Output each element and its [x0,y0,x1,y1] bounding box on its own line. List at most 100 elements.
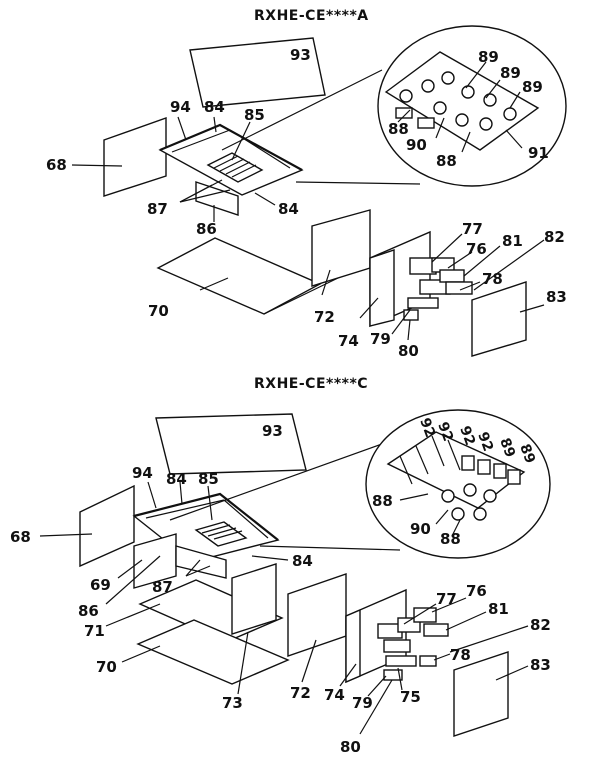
label-82: 82 [530,616,551,634]
part-68-side-panel [79,484,135,568]
label-86: 86 [78,602,99,620]
label-80: 80 [340,738,361,756]
label-72: 72 [314,308,335,326]
label-80: 80 [398,342,419,360]
leader-78 [433,653,451,661]
leader-89b [485,79,501,99]
label-81: 81 [488,600,509,618]
label-92: 92 [456,424,478,448]
leader-82 [473,239,545,291]
leader-94 [147,481,157,509]
part-72-panel [287,573,347,657]
leader-87a [185,559,201,577]
part-76 [413,607,437,623]
leader-88a [397,109,411,123]
leader-85 [207,485,213,521]
part-80 [403,309,419,321]
label-92: 92 [434,420,456,444]
part-75 [385,655,417,667]
diagram-a: RXHE-CE****A [46,8,567,360]
leader-77 [403,603,437,625]
diagram-c: RXHE-CE****C [10,376,551,756]
label-90: 90 [410,520,431,538]
part-79 [383,669,403,681]
components-c [383,607,449,681]
label-78: 78 [482,270,503,288]
label-83: 83 [530,656,551,674]
leader-71 [105,603,161,627]
leader-68 [39,533,93,537]
diagram-a-title: RXHE-CE****A [254,8,369,24]
label-79: 79 [370,330,391,348]
label-78: 78 [450,646,471,664]
label-86: 86 [196,220,217,238]
part-94-tray-assembly [158,123,304,216]
leader-89a [465,61,487,89]
leader-88b [461,131,471,153]
leader-80 [407,319,411,341]
label-75: 75 [400,688,421,706]
label-83: 83 [546,288,567,306]
part-86-box [175,545,227,579]
label-88: 88 [388,120,409,138]
leader-77 [431,233,463,263]
label-68: 68 [46,156,67,174]
label-71: 71 [84,622,105,640]
label-85: 85 [244,106,265,124]
components-a [403,257,473,321]
label-93: 93 [262,422,283,440]
leader-70 [199,277,229,291]
label-89: 89 [522,78,543,96]
zoom-detail-c [365,409,551,559]
label-77: 77 [462,220,483,238]
leader-74 [339,663,357,687]
label-85: 85 [198,470,219,488]
label-94: 94 [170,98,191,116]
leader-87b [185,565,211,577]
leader-84b [251,555,289,561]
leader-87b [179,184,213,203]
label-87: 87 [152,578,173,596]
zoom-line-lower-a [295,181,421,185]
label-69: 69 [90,576,111,594]
label-81: 81 [502,232,523,250]
part-72-panel [311,209,371,287]
leader-83 [519,304,545,313]
leader-84a [179,481,183,505]
zoom-line-lower-c [259,545,401,551]
label-76: 76 [466,240,487,258]
part-81 [423,623,449,637]
leader-73 [237,631,249,695]
leader-91 [505,129,523,149]
label-70: 70 [148,302,169,320]
leader-80 [359,679,393,735]
leader-74 [359,297,379,319]
leader-69 [117,559,143,579]
part-78 [445,281,473,295]
zoom-detail-a [377,25,567,187]
leader-86 [105,555,161,605]
label-84: 84 [292,552,313,570]
leader-84a [213,116,217,133]
label-74: 74 [338,332,359,350]
leader-84b [254,192,276,206]
zoom-line-upper-c [169,443,383,521]
part-73-panel [231,563,277,635]
leader-72 [301,639,317,683]
label-84: 84 [166,470,187,488]
label-82: 82 [544,228,565,246]
label-84: 84 [204,98,225,116]
control-board-a [384,51,540,151]
label-93: 93 [290,46,311,64]
label-89: 89 [478,48,499,66]
part-83-cover [471,281,527,357]
part-78 [419,655,437,667]
label-72: 72 [290,684,311,702]
label-88: 88 [372,492,393,510]
part-83-cover [453,651,509,737]
leader-72 [321,269,331,296]
label-92: 92 [474,430,496,454]
label-77: 77 [436,590,457,608]
label-90: 90 [406,136,427,154]
